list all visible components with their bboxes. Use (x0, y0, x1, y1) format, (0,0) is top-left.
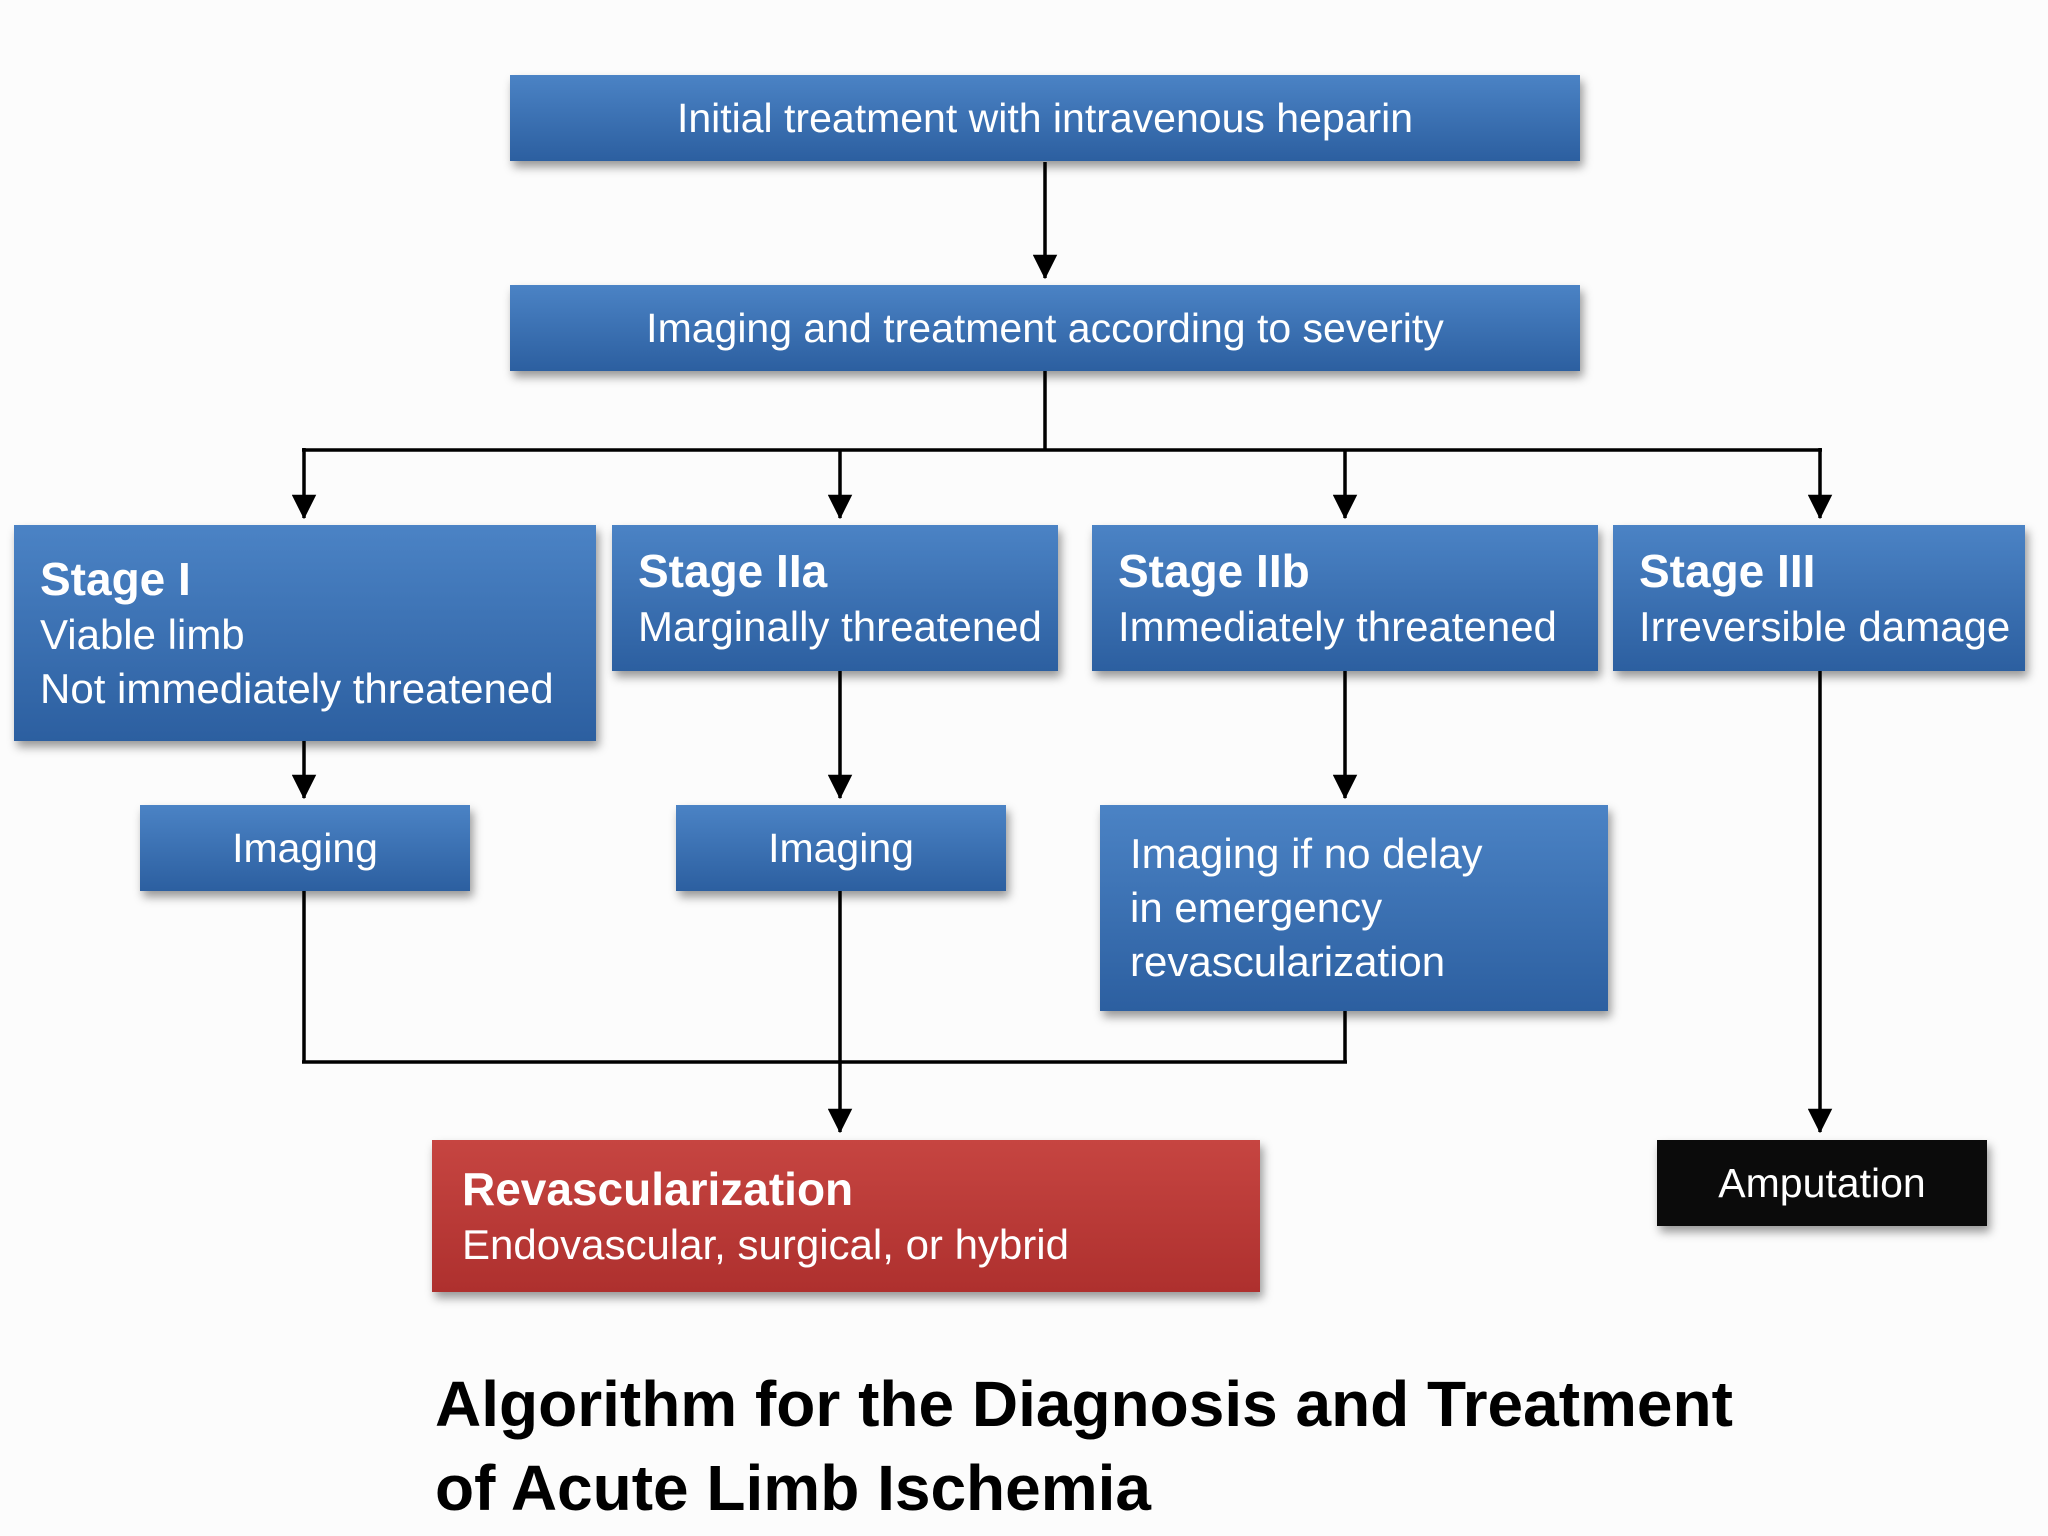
node-label: Imaging if no delay (1130, 830, 1483, 877)
diagram-title-line2: of Acute Limb Ischemia (435, 1452, 1151, 1524)
node-stage-iib: Stage IIb Immediately threatened (1092, 525, 1598, 671)
node-heading: Revascularization (462, 1163, 854, 1215)
diagram-title-line1: Algorithm for the Diagnosis and Treatmen… (435, 1368, 1733, 1440)
node-imaging-severity: Imaging and treatment according to sever… (510, 285, 1580, 371)
stage-heading: Stage IIb (1118, 545, 1310, 597)
node-subheading: Endovascular, surgical, or hybrid (462, 1221, 1069, 1268)
node-stage-iii: Stage III Irreversible damage (1613, 525, 2025, 671)
node-revascularization: Revascularization Endovascular, surgical… (432, 1140, 1260, 1292)
node-label: Initial treatment with intravenous hepar… (676, 94, 1414, 141)
node-stage-iia: Stage IIa Marginally threatened (612, 525, 1058, 671)
node-amputation: Amputation (1657, 1140, 1987, 1226)
stage-description: Marginally threatened (638, 603, 1042, 650)
stage-description: Immediately threatened (1118, 603, 1557, 650)
node-label: revascularization (1130, 938, 1446, 985)
node-label: Imaging (768, 824, 914, 871)
node-initial-treatment: Initial treatment with intravenous hepar… (510, 75, 1580, 161)
stage-heading: Stage III (1639, 545, 1816, 597)
node-imaging-stage-iib: Imaging if no delay in emergency revascu… (1100, 805, 1608, 1011)
diagram-title: Algorithm for the Diagnosis and Treatmen… (435, 1362, 1733, 1530)
node-imaging-stage-i: Imaging (140, 805, 470, 891)
node-label: in emergency (1130, 884, 1383, 931)
node-label: Imaging and treatment according to sever… (646, 304, 1444, 351)
stage-description: Viable limb (40, 611, 245, 658)
node-label: Imaging (232, 824, 378, 871)
node-imaging-stage-iia: Imaging (676, 805, 1006, 891)
stage-description: Not immediately threatened (40, 665, 554, 712)
stage-heading: Stage IIa (638, 545, 828, 597)
node-stage-i: Stage I Viable limb Not immediately thre… (14, 525, 596, 741)
stage-description: Irreversible damage (1639, 603, 2011, 650)
node-label: Amputation (1718, 1159, 1926, 1206)
stage-heading: Stage I (40, 553, 191, 605)
